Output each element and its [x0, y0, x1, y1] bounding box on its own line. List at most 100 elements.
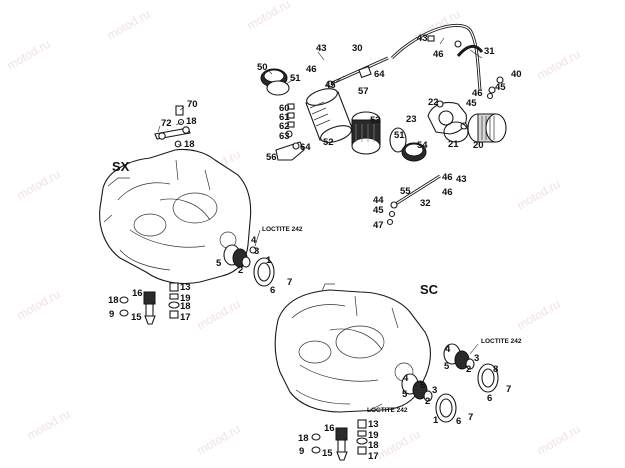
- filter-20: [467, 113, 507, 143]
- callout: 31: [484, 46, 495, 57]
- callout: 51: [394, 130, 405, 141]
- linkage-assembly: [154, 105, 191, 148]
- watermark-text: motod.ru: [515, 177, 563, 213]
- watermark-text: motod.ru: [105, 7, 153, 43]
- crankcase-right: [274, 283, 431, 413]
- callout: 9: [299, 446, 304, 457]
- cover-22: [427, 100, 468, 135]
- bracket-56: [275, 141, 305, 161]
- callout: 16: [324, 423, 335, 434]
- callout: 72: [161, 118, 172, 129]
- callout: 63: [279, 131, 290, 142]
- callout: 5: [402, 389, 408, 400]
- callout: 8: [493, 364, 498, 375]
- watermark-text: motod.ru: [515, 297, 563, 333]
- callout: 18: [368, 440, 379, 451]
- callout: 54: [417, 140, 428, 151]
- callout: 6: [487, 393, 492, 404]
- pump-gears-right-lower: [401, 373, 457, 423]
- watermark-text: motod.ru: [245, 0, 293, 33]
- callout: 45: [466, 98, 477, 109]
- drain-parts-left: [119, 282, 180, 325]
- callout: 43: [456, 174, 467, 185]
- watermark-text: motod.ru: [535, 422, 583, 458]
- callout: 3: [254, 246, 259, 257]
- callout: 57: [358, 86, 369, 97]
- note-loctite: LOCTITE 242: [367, 407, 408, 414]
- callout: 56: [266, 152, 277, 163]
- watermark-text: motod.ru: [195, 297, 243, 333]
- callout: 43: [417, 33, 428, 44]
- oil-pipe-32: [386, 174, 441, 226]
- callout: 20: [473, 140, 484, 151]
- section-label-sc: SC: [420, 282, 439, 297]
- callout: 16: [132, 288, 143, 299]
- callout: 15: [322, 448, 333, 459]
- leader-lines: [157, 37, 483, 411]
- callout: 44: [373, 195, 384, 206]
- callout: 13: [368, 419, 379, 430]
- callout: 5: [216, 258, 222, 269]
- callout: 23: [406, 114, 417, 125]
- watermark-text: motod.ru: [5, 37, 53, 73]
- watermark-text: motod.ru: [375, 427, 423, 463]
- callout: 55: [400, 186, 411, 197]
- watermark-text: motod.ru: [15, 167, 63, 203]
- gasket-51: [266, 80, 290, 96]
- oil-pipe-31: [390, 23, 504, 100]
- filter-element-53: [351, 111, 381, 155]
- callout: 17: [180, 312, 191, 323]
- callout: 18: [184, 139, 195, 150]
- callout: 18: [108, 295, 119, 306]
- callout: 62: [279, 121, 290, 132]
- crankcase-right-body: [274, 289, 431, 413]
- callout: 40: [511, 69, 522, 80]
- section-label-sx: SX: [112, 159, 130, 174]
- callout: 18: [180, 301, 191, 312]
- callout: 45: [325, 80, 336, 91]
- callout: 22: [428, 97, 439, 108]
- watermark-text: motod.ru: [15, 287, 63, 323]
- callout: 7: [287, 277, 292, 288]
- callout: 15: [131, 312, 142, 323]
- callout: 3: [432, 385, 437, 396]
- callout: 45: [373, 205, 384, 216]
- callout: 64: [300, 142, 311, 153]
- callout: 19: [180, 293, 191, 304]
- oil-pipe-30: [326, 56, 389, 88]
- screw-70: [175, 105, 184, 116]
- callout: 32: [420, 198, 431, 209]
- callout: 64: [374, 69, 385, 80]
- watermark-text: motod.ru: [25, 407, 73, 443]
- callout: 6: [270, 285, 275, 296]
- pump-gears-left: [223, 244, 275, 287]
- callout: 6: [456, 416, 461, 427]
- note-loctite: LOCTITE 242: [262, 226, 303, 233]
- note-loctite: LOCTITE 242: [481, 338, 522, 345]
- callout: 51: [290, 73, 301, 84]
- callout: 50: [257, 62, 268, 73]
- callout: 3: [474, 353, 479, 364]
- callout: 2: [466, 364, 471, 375]
- callout: 43: [316, 43, 327, 54]
- callout: 45: [495, 82, 506, 93]
- callout: 6: [420, 380, 425, 391]
- callout: 2: [425, 396, 430, 407]
- callout: 9: [109, 309, 114, 320]
- callout: 46: [442, 172, 453, 183]
- rotor-54: [389, 127, 427, 162]
- callout: 1: [266, 255, 272, 266]
- callout: 18: [186, 116, 197, 127]
- callout: 46: [306, 64, 317, 75]
- callout: 2: [238, 265, 243, 276]
- callout: 30: [352, 43, 363, 54]
- callout: 52: [323, 137, 334, 148]
- callout: 70: [187, 99, 198, 110]
- crankcase-left-body: [99, 148, 252, 285]
- filter-housing-52: [305, 88, 353, 143]
- callout: 17: [368, 451, 379, 462]
- callout: 7: [506, 384, 511, 395]
- callout: 61: [279, 112, 290, 123]
